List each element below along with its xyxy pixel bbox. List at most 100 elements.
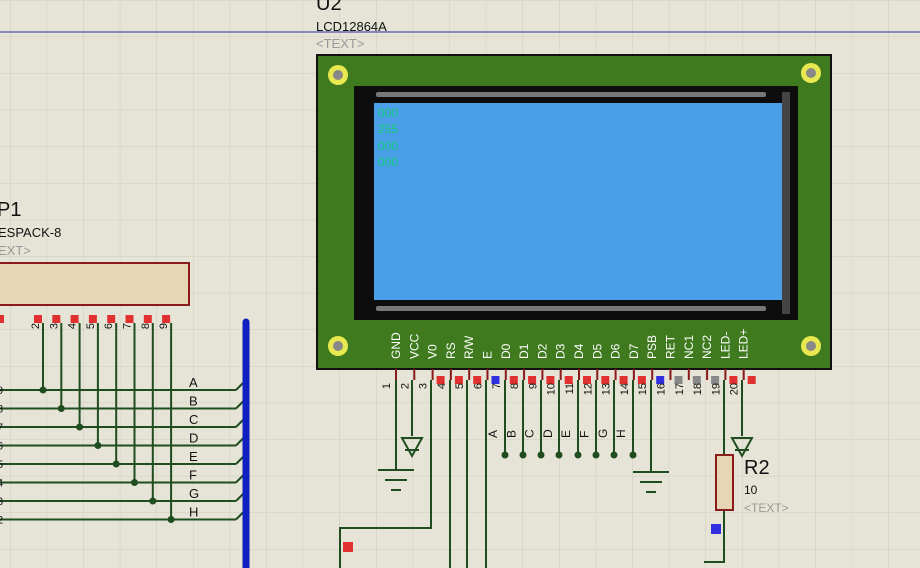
lcd-pin-state-red xyxy=(601,376,610,384)
lcd-pin-state-red xyxy=(637,376,646,384)
rp1-pin-number: 3 xyxy=(48,323,60,329)
rp1-text-placeholder: EXT> xyxy=(0,243,31,258)
rp1-pin-state-red xyxy=(0,315,4,323)
u2-value-label: LCD12864A xyxy=(316,19,387,34)
rp1-pin-state-red xyxy=(88,315,97,323)
ground-symbol-psb xyxy=(633,471,669,493)
ground-symbol-gnd xyxy=(378,469,414,491)
lcd-pin-number: 9 xyxy=(527,383,539,389)
lcd-bottom-strip xyxy=(376,306,766,311)
lcd-pin-name: GND xyxy=(389,332,403,359)
rp1-row-number: 3 xyxy=(0,496,3,508)
lcd-pin-number: 15 xyxy=(637,383,649,395)
rp1-value-label: ESPACK-8 xyxy=(0,225,61,240)
rp1-pin-state-red xyxy=(52,315,61,323)
lcd-pin-number: 16 xyxy=(656,383,668,395)
lcd-pin-group: GND1VCC2V03RS4R/W5E6D07D18D29D310D411D51… xyxy=(381,329,756,395)
junction-dot xyxy=(167,516,175,523)
rp1-row-number: 2 xyxy=(0,515,3,527)
net-label: G xyxy=(189,486,199,501)
lcd-u2-component[interactable]: U2 LCD12864A <TEXT> 000 255 000 000 GND1… xyxy=(316,0,832,395)
lcd-line-1: 000 xyxy=(378,106,398,120)
lcd-top-strip xyxy=(376,92,766,97)
lcd-pin-name: D6 xyxy=(609,343,623,359)
lcd-pin-name: PSB xyxy=(645,335,659,359)
lcd-pin-name: D1 xyxy=(517,343,531,359)
rp1-pin-number: 4 xyxy=(67,323,79,329)
u2-ref-label: U2 xyxy=(316,0,342,15)
rp1-body xyxy=(0,262,190,306)
lcd-pin-state-red xyxy=(583,376,591,384)
rp1-pin-number: 2 xyxy=(30,323,42,329)
lcd-pin-number: 14 xyxy=(619,383,631,395)
lcd-line-2: 255 xyxy=(378,122,398,136)
lcd-pin-number: 4 xyxy=(436,383,448,389)
lcd-pin-state-red xyxy=(528,376,537,384)
lcd-pin-number: 1 xyxy=(381,383,393,389)
rp1-row-number: 6 xyxy=(0,441,3,453)
v0-pin-state-red xyxy=(343,542,353,552)
junction-dot xyxy=(94,442,102,449)
rp1-ref-label: P1 xyxy=(0,199,21,221)
rp1-pin-state-red xyxy=(143,315,152,323)
net-label: C xyxy=(189,412,198,427)
r2-text-placeholder: <TEXT> xyxy=(744,501,789,515)
lcd-bus-label: F xyxy=(578,431,592,438)
lcd-pin-name: RS xyxy=(444,342,458,359)
rp1-pin-number: 5 xyxy=(85,323,97,329)
junction-dot xyxy=(39,386,47,394)
lcd-pin-state-red xyxy=(454,376,463,384)
r2-body xyxy=(715,454,734,511)
rp1-row-number: 8 xyxy=(0,404,3,416)
rp1-pin-number: 6 xyxy=(103,323,115,329)
lcd-pin-number: 5 xyxy=(454,383,466,389)
lcd-pin-state-red xyxy=(729,376,738,384)
rp1-pin-state-red xyxy=(162,315,171,323)
lcd-pin-number: 6 xyxy=(473,383,485,389)
lcd-pin-state-red xyxy=(619,376,628,384)
lcd-pin-state-blue xyxy=(491,376,500,384)
net-label: H xyxy=(189,505,198,520)
lcd-bus-label: C xyxy=(523,429,537,438)
rp1-row-number: 7 xyxy=(0,422,3,434)
lcd-pin-state-red xyxy=(436,376,445,384)
lcd-bus-label: A xyxy=(486,430,500,438)
resistor-r2-component[interactable]: R2 10 <TEXT> xyxy=(711,454,789,534)
lcd-pin-state-gray xyxy=(711,376,720,384)
mounting-hole-tr xyxy=(801,63,821,83)
lcd-pin-number: 17 xyxy=(674,383,686,395)
junction-dot xyxy=(76,423,84,431)
lcd-pin-number: 7 xyxy=(491,383,503,389)
lcd-wiring xyxy=(339,380,743,568)
net-label: D xyxy=(189,431,198,446)
lcd-pin-name: NC1 xyxy=(682,335,696,359)
power-arrow-vcc xyxy=(400,437,424,459)
lcd-pin-state-red xyxy=(473,376,482,384)
lcd-pin-state-red xyxy=(546,376,555,384)
lcd-pin-name: D3 xyxy=(554,343,568,359)
lcd-pin-name: R/W xyxy=(462,335,476,359)
rp1-pin-number: 7 xyxy=(122,323,134,329)
lcd-pin-name: LED- xyxy=(718,332,732,359)
net-label: F xyxy=(189,468,197,483)
lcd-pin-state-blue xyxy=(656,376,665,384)
rp1-row-number: 9 xyxy=(0,385,3,397)
lcd-junction-dots xyxy=(501,451,637,459)
lcd-pin-number: 18 xyxy=(692,383,704,395)
rp1-pin-number: 8 xyxy=(140,323,152,329)
lcd-bus-label: E xyxy=(559,430,573,438)
net-label: E xyxy=(189,449,198,464)
lcd-line-3: 000 xyxy=(378,139,398,153)
rp1-row-number: 5 xyxy=(0,459,3,471)
lcd-pin-number: 8 xyxy=(509,383,521,389)
lcd-pin-number: 2 xyxy=(399,383,411,389)
lcd-pin-name: D5 xyxy=(590,343,604,359)
lcd-pin-name: D2 xyxy=(535,343,549,359)
junction-dot xyxy=(57,405,65,412)
lcd-bus-label: D xyxy=(541,429,555,438)
